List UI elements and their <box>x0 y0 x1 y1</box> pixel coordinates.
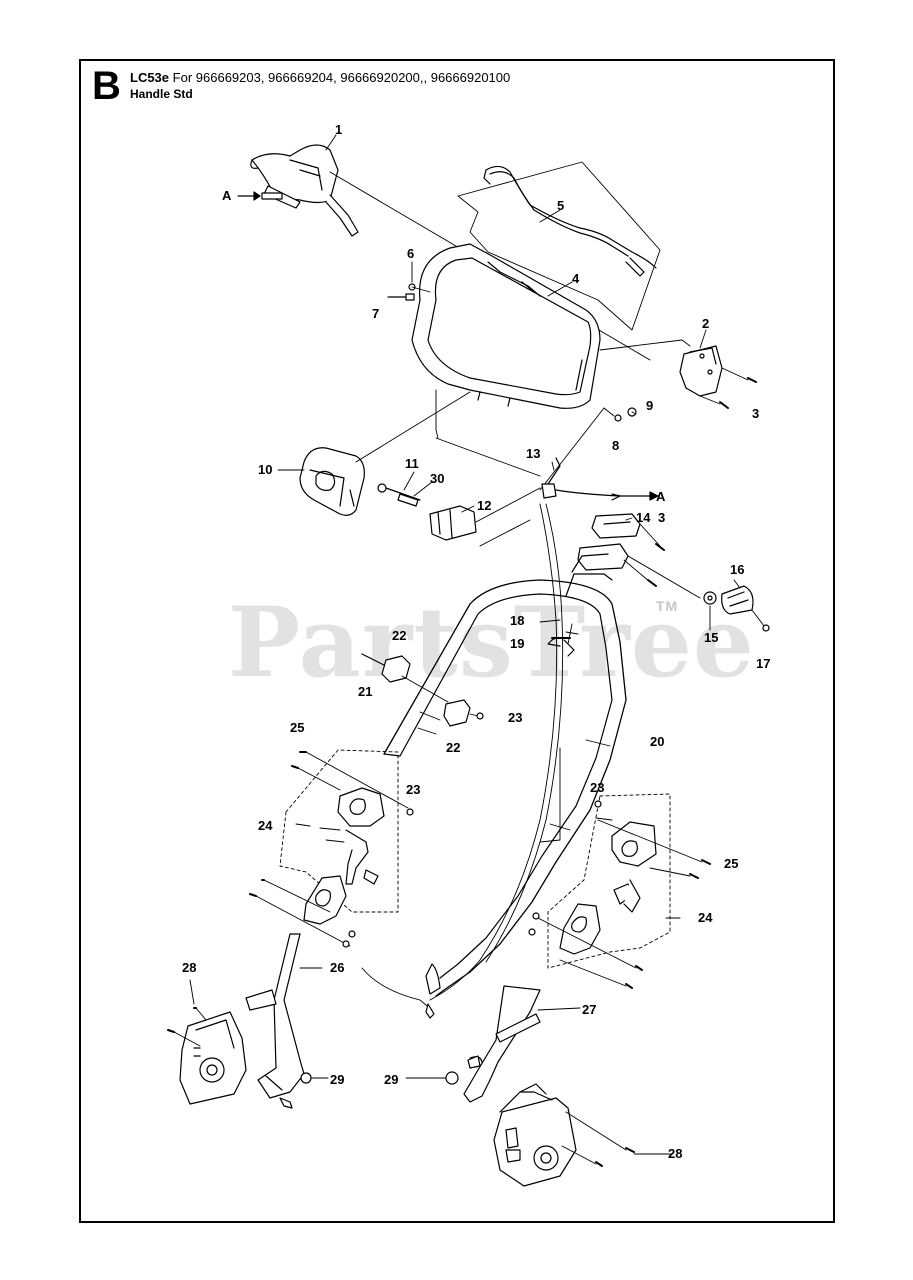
lower-handle-part <box>383 553 627 997</box>
diagram-frame <box>79 59 835 1223</box>
callout-7: 7 <box>372 306 379 321</box>
callout-14: 14 <box>636 510 651 525</box>
callout-6: 6 <box>407 246 414 261</box>
callout-22: 22 <box>446 740 460 755</box>
callout-16: 16 <box>730 562 744 577</box>
callout-18: 18 <box>510 613 524 628</box>
callout-11: 11 <box>405 456 419 471</box>
callout-12: 12 <box>477 498 491 513</box>
callout-2: 2 <box>702 316 709 331</box>
callout-27: 27 <box>582 1002 596 1017</box>
cable-clamp-part <box>577 513 641 571</box>
callout-25: 25 <box>290 720 304 735</box>
header-title: LC53e For 966669203, 966669204, 96666920… <box>130 70 510 85</box>
section-letter: B <box>92 64 121 108</box>
callout-20: 20 <box>650 734 664 749</box>
callout-28: 28 <box>182 960 196 975</box>
callout-23: 23 <box>590 780 604 795</box>
handle-clamp-part <box>429 505 477 541</box>
callout-21: 21 <box>358 684 372 699</box>
callout-23: 23 <box>508 710 522 725</box>
callout-1: 1 <box>335 122 342 137</box>
cable-bail-part <box>483 165 657 277</box>
callout-3: 3 <box>752 406 759 421</box>
callout-17: 17 <box>756 656 770 671</box>
callout-A: A <box>222 188 232 203</box>
header-subtitle: Handle Std <box>130 87 193 101</box>
upper-handle-part <box>411 243 601 409</box>
callout-25: 25 <box>724 856 738 871</box>
callout-15: 15 <box>704 630 718 645</box>
callout-5: 5 <box>557 198 564 213</box>
callout-9: 9 <box>646 398 653 413</box>
callout-24: 24 <box>258 818 273 833</box>
handle-bracket-part <box>679 345 723 397</box>
watermark-tm: TM <box>656 598 679 614</box>
callout-23: 23 <box>406 782 420 797</box>
height-adjuster-left-part <box>303 787 385 925</box>
wheel-plate-right-part <box>493 1091 577 1187</box>
callout-10: 10 <box>258 462 272 477</box>
callout-3: 3 <box>658 510 665 525</box>
wheel-plate-left-part <box>179 1011 247 1105</box>
callout-4: 4 <box>572 271 580 286</box>
callout-8: 8 <box>612 438 619 453</box>
lower-arm-right-part <box>463 985 541 1103</box>
handle-cover-part <box>299 447 365 516</box>
callout-A: A <box>656 489 666 504</box>
callout-labels: 1 2 3 3 4 5 6 7 8 9 10 11 12 13 14 15 16… <box>182 122 770 1161</box>
lower-arm-left-part <box>245 933 305 1099</box>
model-name: LC53e <box>130 70 170 85</box>
callout-26: 26 <box>330 960 344 975</box>
control-housing-part <box>250 144 359 237</box>
model-numbers: For 966669203, 966669204, 96666920200,, … <box>172 70 511 85</box>
callout-30: 30 <box>430 471 444 486</box>
callout-29: 29 <box>384 1072 398 1087</box>
callout-19: 19 <box>510 636 524 651</box>
callout-24: 24 <box>698 910 713 925</box>
callout-29: 29 <box>330 1072 344 1087</box>
callout-22: 22 <box>392 628 406 643</box>
callout-28: 28 <box>668 1146 682 1161</box>
height-adjuster-right-part <box>559 821 657 955</box>
callout-13: 13 <box>526 446 540 461</box>
